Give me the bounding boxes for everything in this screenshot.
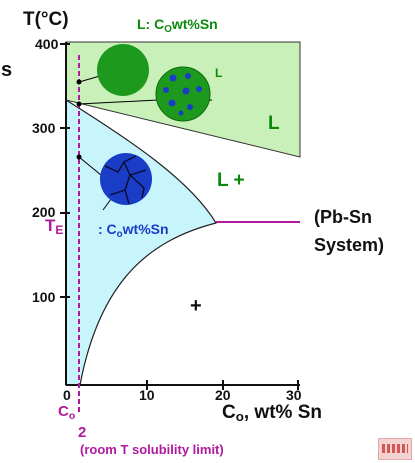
pointer-line xyxy=(78,156,102,176)
x-axis-label: Co, wt% Sn xyxy=(222,402,322,424)
y-axis-label: T(°C) xyxy=(23,9,69,30)
y-tick-label: 200 xyxy=(32,204,56,220)
system-label-line1: (Pb-Sn xyxy=(314,207,372,227)
alpha-grains-microstructure xyxy=(100,153,152,205)
room-t-solubility-note: (room T solubility limit) xyxy=(80,442,224,457)
co-value: 2 xyxy=(78,424,87,441)
liquid-composition-label: L: COwt%Sn xyxy=(137,16,218,35)
x-tick-label: 0 xyxy=(63,387,71,403)
liquid-microstructure xyxy=(97,44,149,96)
title-fragment: s xyxy=(1,59,13,81)
pointer-line xyxy=(78,99,159,105)
pointer-line xyxy=(78,75,101,83)
alpha-composition-label: : Cowt%Sn xyxy=(98,221,169,240)
y-tick-label: 300 xyxy=(32,120,56,136)
alpha-region xyxy=(65,98,217,386)
alpha-nuclei xyxy=(163,73,202,116)
x-tick-label: 10 xyxy=(139,387,155,403)
x-tick-label: 20 xyxy=(215,387,231,403)
publisher-logo xyxy=(378,438,412,460)
liquid-region-label: L xyxy=(268,113,280,134)
x-tick-label: 30 xyxy=(286,387,302,403)
solid-region-plus: + xyxy=(190,295,202,317)
eutectic-temperature-label: TE xyxy=(45,216,64,237)
y-tick-label: 400 xyxy=(35,36,59,52)
two-phase-region-label: L + xyxy=(217,170,245,191)
liquid-alpha-microstructure xyxy=(155,66,211,122)
system-label-line2: System) xyxy=(314,235,385,255)
co-marker-label: Co xyxy=(58,403,76,422)
small-liquid-label: L xyxy=(215,66,223,80)
y-tick-label: 100 xyxy=(32,289,56,305)
grain-boundaries xyxy=(104,155,147,205)
